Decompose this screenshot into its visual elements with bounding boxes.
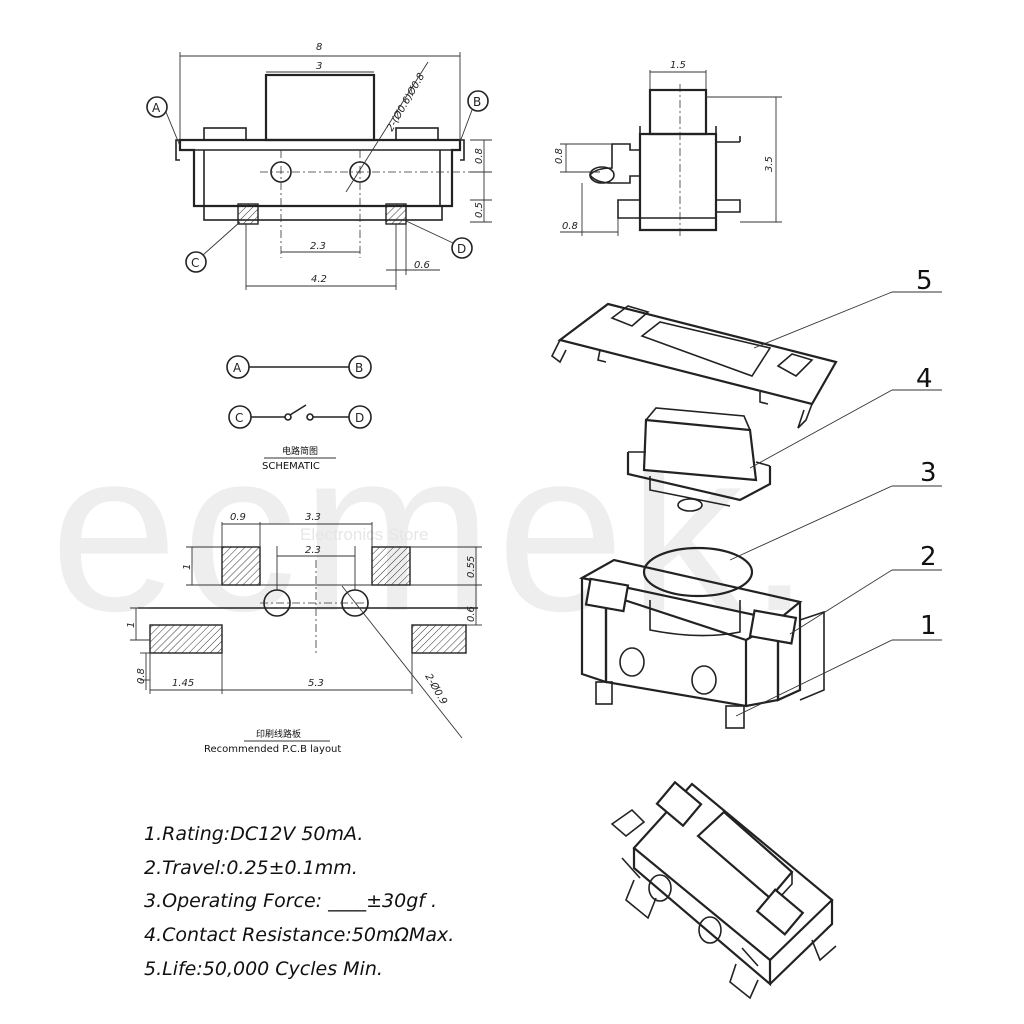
spec-travel: 2.Travel:0.25±0.1mm.: [144, 857, 358, 879]
side-body: [638, 132, 718, 232]
pcb-dim-overall: 5.3: [308, 678, 324, 689]
dim-side-offset-bottom: 0.8: [562, 221, 578, 232]
marker-d-label: D: [457, 242, 466, 256]
front-view: 8 3 2-(Ø0.6)Ø0.8 0.8 0.5 2.3 4.2 0.6 A: [146, 42, 492, 290]
schematic: A B C D 电路简图 SCHEMATIC: [226, 355, 372, 472]
pcb-dim-pad-h-left: 1: [182, 564, 193, 570]
watermark-store: Electronics Store: [300, 525, 429, 544]
marker-c-label: C: [191, 256, 199, 270]
spec-list: 1.Rating:DC12V 50mA. 2.Travel:0.25±0.1mm…: [144, 823, 454, 980]
spec-rating: 1.Rating:DC12V 50mA.: [144, 823, 363, 845]
pcb-caption-cn: 印刷线路板: [256, 728, 301, 740]
front-base: [203, 205, 443, 221]
pcb-dim-pad-w: 0.9: [230, 512, 246, 523]
marker-c: C: [185, 221, 241, 273]
schematic-terminal-b: B: [355, 361, 363, 375]
part-number-5: 5: [916, 266, 933, 296]
schematic-caption: SCHEMATIC: [262, 461, 320, 472]
dim-pin-pitch: 2.3: [310, 241, 326, 252]
dim-overall-width: 8: [316, 42, 322, 53]
dim-side-height-total: 3.5: [764, 156, 775, 172]
dim-side-boss-height: 0.8: [554, 148, 565, 164]
marker-a: A: [146, 96, 181, 147]
schematic-terminal-c: C: [235, 411, 243, 425]
assembled-view: [610, 780, 837, 1000]
part-number-4: 4: [916, 364, 933, 394]
part-4-actuator: [626, 407, 772, 512]
front-pad-c: [237, 203, 259, 225]
pcb-dim-bottom-pad-h: 0.8: [136, 668, 147, 684]
pcb-dim-mid-gap: 0.6: [466, 606, 477, 622]
pcb-pad-bottom-left: [149, 624, 223, 654]
dim-actuator-width: 3: [316, 61, 322, 72]
front-top-tab-right: [395, 127, 439, 141]
pcb-dim-pad-gap: 3.3: [305, 512, 321, 523]
marker-b: B: [459, 90, 489, 143]
schematic-caption-cn: 电路简图: [282, 445, 318, 457]
side-view: 1.5 3.5 0.8 0.8: [554, 60, 782, 236]
dim-pad-span: 4.2: [311, 274, 327, 285]
part-number-2: 2: [920, 542, 937, 572]
marker-b-label: B: [473, 95, 481, 109]
part-5-cover: [550, 302, 838, 429]
schematic-terminal-d: D: [355, 411, 364, 425]
front-actuator: [264, 73, 376, 142]
side-actuator: [648, 88, 708, 136]
pcb-dim-hole-spec: 2-Ø0.9: [422, 672, 449, 707]
exploded-view: 5 4 3 2 1: [550, 266, 942, 729]
schematic-terminal-a: A: [233, 361, 242, 375]
spec-life: 5.Life:50,000 Cycles Min.: [144, 958, 383, 980]
dim-pad-width: 0.6: [414, 260, 430, 271]
part-3-dome: [642, 546, 754, 598]
dim-height-lower: 0.5: [474, 202, 485, 218]
pcb-dim-edge-offset: 1.45: [172, 678, 194, 689]
dim-height-upper: 0.8: [474, 148, 485, 164]
part-number-1: 1: [920, 611, 937, 641]
pcb-pad-bottom-right: [411, 624, 467, 654]
marker-d: D: [403, 219, 473, 259]
front-body: [178, 138, 462, 208]
pcb-caption: Recommended P.C.B layout: [204, 744, 341, 755]
spec-contact-resistance: 4.Contact Resistance:50mΩMax.: [144, 924, 454, 946]
pcb-dim-hole-pitch: 2.3: [305, 545, 321, 556]
part-number-3: 3: [920, 458, 937, 488]
pcb-dim-pad-h-left2: 1: [126, 622, 137, 628]
pcb-layout: 0.9 3.3 2.3 0.55 0.6 1 1 0.8 1.45 5.3: [126, 512, 482, 755]
part-1-2-housing: [578, 558, 825, 729]
pcb-pad-top-right: [371, 546, 411, 586]
pcb-pad-top-left: [221, 546, 261, 586]
marker-a-label: A: [152, 101, 161, 115]
pcb-dim-top-pad-h: 0.55: [466, 556, 477, 578]
front-pad-d: [385, 203, 407, 225]
front-top-tab-left: [203, 127, 247, 141]
dim-side-actuator-width: 1.5: [670, 60, 686, 71]
dim-hole-spec: 2-(Ø0.6)Ø0.8: [384, 71, 427, 134]
spec-operating-force: 3.Operating Force: ____±30gf .: [144, 890, 437, 912]
